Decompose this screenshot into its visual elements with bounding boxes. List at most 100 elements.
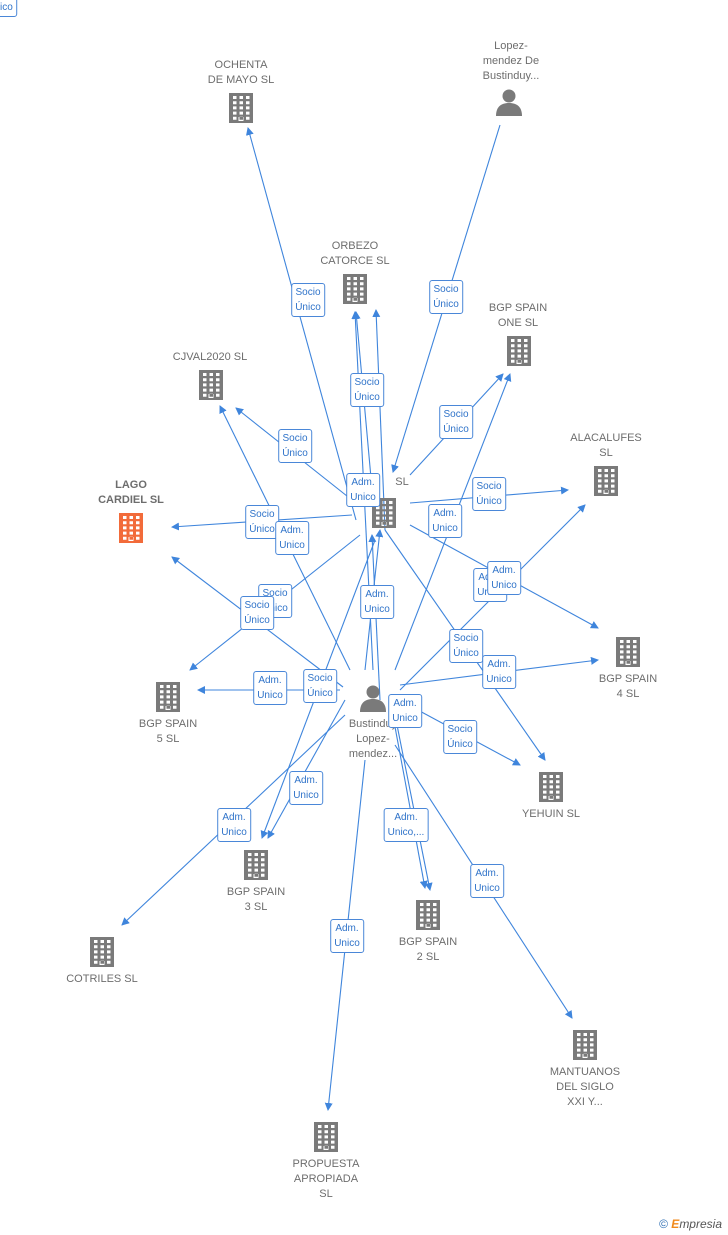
node-center-label[interactable]: SL <box>395 475 408 490</box>
node-label-line: mendez... <box>348 748 398 760</box>
edge-role-text: Socio <box>443 409 469 420</box>
node-ochenta-icon-wrap[interactable] <box>226 91 256 125</box>
edge-role-text: Único <box>354 392 380 403</box>
node-lopezmendez-label[interactable]: Lopez-mendez De Bustinduy... <box>483 39 540 84</box>
node-ochenta-label[interactable]: OCHENTA DE MAYO SL <box>208 58 274 88</box>
edge-role-text: Socio <box>476 481 502 492</box>
node-label-line: PROPUESTA <box>292 1158 360 1170</box>
edge-role-label: Adm.Unico <box>470 864 504 898</box>
node-bgp4-icon-wrap[interactable] <box>613 635 643 669</box>
node-label-line: SL <box>319 1188 333 1200</box>
edge-role-label: Adm.Unico <box>0 0 17 17</box>
node-label-line: Lopez- <box>494 40 528 52</box>
edge-role-text: Unico <box>392 713 418 724</box>
edge-role-text: Único <box>476 496 502 507</box>
node-label-line: 5 SL <box>156 733 180 745</box>
node-yehuin-label[interactable]: YEHUIN SL <box>522 807 580 822</box>
node-label-line: ALACALUFES <box>570 432 642 444</box>
node-cotriles-icon-wrap[interactable] <box>87 935 117 969</box>
edge-role-text: Adm. <box>393 698 417 709</box>
edge-role-label: Adm.Unico <box>346 473 380 507</box>
edge-role-label: Adm. Unico <box>253 671 287 705</box>
edge-role-text: Unico <box>221 827 247 838</box>
node-label-line: BGP SPAIN <box>226 886 286 898</box>
edge-role-label: Adm.Unico <box>360 585 394 619</box>
building-icon <box>244 850 268 880</box>
edge-role-text: Socio <box>262 588 288 599</box>
building-icon <box>199 370 223 400</box>
node-mantuanos-icon-wrap[interactable] <box>570 1028 600 1062</box>
node-label-line: LAGO <box>115 479 147 491</box>
node-label-line: YEHUIN SL <box>521 808 581 820</box>
node-lopezmendez-icon-wrap[interactable] <box>494 87 524 117</box>
edge-role-text: Unico <box>491 580 517 591</box>
building-icon <box>314 1122 338 1152</box>
edge-role-label: Adm.Unico <box>289 771 323 805</box>
node-label-line: 4 SL <box>616 688 640 700</box>
edge-role-text: Adm. <box>258 675 282 686</box>
edge-role-label: Adm.Unico,... <box>383 808 429 842</box>
node-cjval-icon-wrap[interactable] <box>196 368 226 402</box>
copyright-credit: © Empresia <box>659 1217 722 1231</box>
relation-edge <box>267 699 346 839</box>
node-label-line: OCHENTA <box>214 59 268 71</box>
building-icon <box>156 682 180 712</box>
edge-role-text: Socio <box>433 284 459 295</box>
edge-role-text: Único <box>447 739 473 750</box>
relation-edge <box>246 127 357 521</box>
edge-role-text: Único <box>244 615 270 626</box>
node-bgp4-label[interactable]: BGP SPAIN 4 SL <box>599 672 657 702</box>
node-bgp3-icon-wrap[interactable] <box>241 848 271 882</box>
node-orbezo-icon-wrap[interactable] <box>340 272 370 306</box>
node-label-line: SL <box>395 476 409 488</box>
building-icon <box>539 772 563 802</box>
edge-role-text: Adm. <box>492 565 516 576</box>
node-bgpone-icon-wrap[interactable] <box>504 334 534 368</box>
node-alacalufes-icon-wrap[interactable] <box>591 464 621 498</box>
node-person-icon-wrap[interactable] <box>358 683 388 713</box>
edge-role-text: Unico <box>293 790 319 801</box>
brand-name: mpresia <box>679 1217 722 1231</box>
edge-role-text: Socio <box>307 673 333 684</box>
edge-role-text: Adm. <box>280 525 304 536</box>
relation-edge <box>391 699 433 891</box>
copyright-symbol: © <box>659 1217 668 1231</box>
node-cotriles-label[interactable]: COTRILES SL <box>66 972 138 987</box>
node-label-line: Bustinduy... <box>482 70 540 82</box>
edge-role-text: Unico <box>257 690 283 701</box>
node-label-line: mendez De <box>482 55 540 67</box>
edge-role-label: Adm.Unico <box>217 808 251 842</box>
node-label-line: BGP SPAIN <box>398 936 458 948</box>
node-cjval-label[interactable]: CJVAL2020 SL <box>173 350 247 365</box>
edge-role-text: Unico <box>364 604 390 615</box>
node-label-line: BGP SPAIN <box>598 673 658 685</box>
node-label-line: MANTUANOS <box>549 1066 621 1078</box>
edge-role-text: Adm. <box>487 659 511 670</box>
node-label-line: DE MAYO SL <box>207 74 275 86</box>
node-propuesta-icon-wrap[interactable] <box>311 1120 341 1154</box>
node-lago-icon-wrap[interactable] <box>116 511 146 545</box>
edge-role-text: Único <box>453 648 479 659</box>
edge-role-text: Adm. <box>335 923 359 934</box>
edge-role-text: Adm. <box>394 812 418 823</box>
node-yehuin-icon-wrap[interactable] <box>536 770 566 804</box>
node-bgp5-icon-wrap[interactable] <box>153 680 183 714</box>
building-icon <box>343 274 367 304</box>
node-bgp2-icon-wrap[interactable] <box>413 898 443 932</box>
